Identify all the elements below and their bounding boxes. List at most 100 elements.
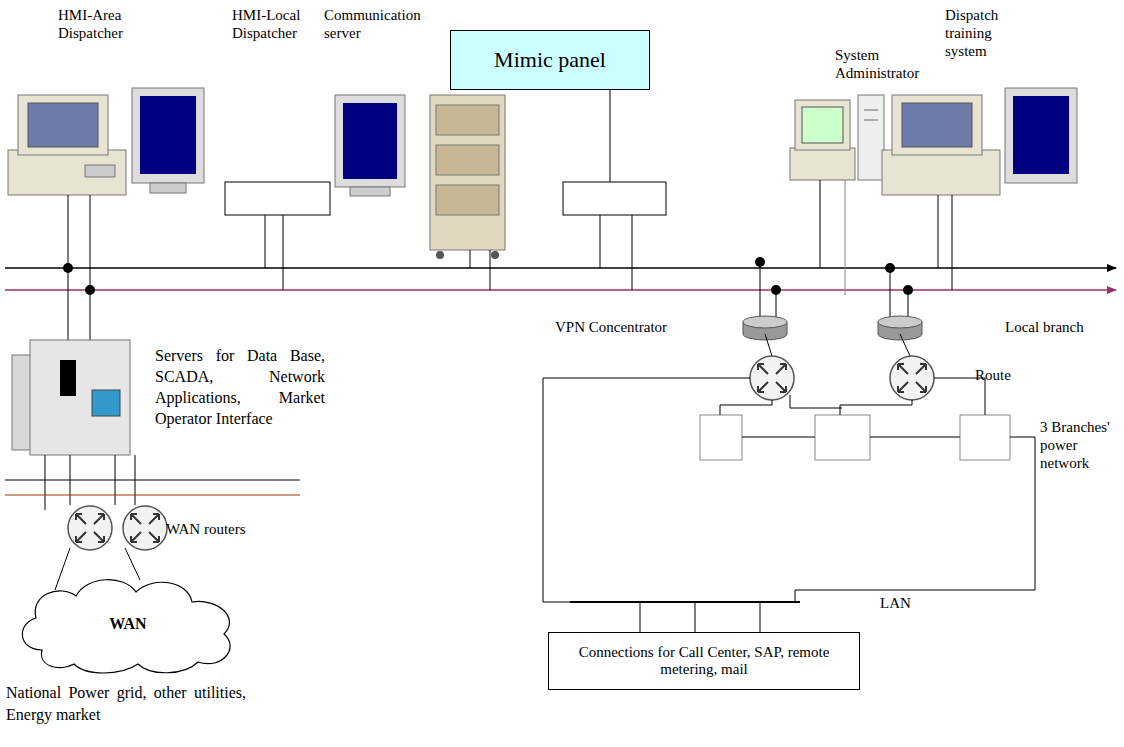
drawing-use <box>750 356 794 400</box>
drawing-use <box>743 316 787 340</box>
drawing-use <box>890 356 934 400</box>
node-text: WAN <box>109 615 146 633</box>
drawing-polyline <box>720 400 772 415</box>
drawing-line <box>5 267 1116 269</box>
drawing-rect <box>902 103 972 147</box>
drawing-rect <box>436 185 499 215</box>
drawing-polyline <box>790 395 842 408</box>
mimic-driver-box <box>563 90 666 290</box>
drawing-rect <box>1013 96 1069 174</box>
local-dispatcher-pc <box>225 95 405 290</box>
device-label: Route <box>975 366 1035 384</box>
drawing-line <box>938 195 939 268</box>
drawing-rect <box>30 340 130 455</box>
drawing-circle <box>885 263 895 273</box>
drawing-circle <box>755 257 765 267</box>
wan-cloud: WAN <box>12 572 244 676</box>
server-label: Servers for Data Base, SCADA, Network Ap… <box>155 345 325 429</box>
drawing-rect <box>12 355 32 450</box>
drawing-line <box>283 215 284 290</box>
drawing-rect <box>60 360 76 396</box>
drawing-rect <box>790 148 855 180</box>
drawing-line <box>632 215 633 290</box>
drawing-circle <box>491 251 499 259</box>
drawing-line <box>5 289 1116 291</box>
device-label: HMI-Area Dispatcher <box>58 6 148 42</box>
drawing-rect <box>960 415 1010 460</box>
drawing-rect <box>815 415 870 460</box>
drawing-polyline <box>795 437 1035 602</box>
node-text: Connections for Call Center, SAP, remote… <box>563 644 845 678</box>
drawing-rect <box>436 105 499 135</box>
drawing-line <box>490 250 491 290</box>
communication-server <box>430 95 505 290</box>
drawing-line <box>640 602 641 632</box>
cloud-shape <box>22 580 230 673</box>
drawing-circle <box>63 263 73 273</box>
device-label: Dispatch training system <box>945 6 1025 60</box>
drawing-use <box>878 316 922 340</box>
drawing-rect <box>700 415 742 460</box>
drawing-line <box>845 180 846 295</box>
drawing-rect <box>92 390 120 416</box>
drawing-line <box>765 334 772 356</box>
branch-network <box>543 378 1035 632</box>
drawing-rect <box>350 187 390 196</box>
drawing-rect <box>225 182 330 215</box>
area-dispatcher-pc <box>8 88 204 340</box>
bus-lines <box>5 268 1116 290</box>
drawing-rect <box>802 107 843 143</box>
drawing-rect <box>150 183 186 193</box>
drawing-rect <box>132 88 204 183</box>
drawing-line <box>870 437 960 438</box>
drawing-rect <box>430 95 505 250</box>
drawing-line <box>5 495 300 496</box>
drawing-rect <box>8 150 126 195</box>
drawing-line <box>952 195 953 290</box>
drawing-line <box>695 602 696 632</box>
wan-destinations-label: National Power grid, other utilities, En… <box>6 682 246 726</box>
drawing-line <box>864 120 878 121</box>
device-label: VPN Concentrator <box>555 318 695 336</box>
drawing-rect <box>85 165 115 177</box>
drawing-rect <box>858 95 884 180</box>
drawing-circle <box>85 285 95 295</box>
drawing-polyline <box>543 378 750 602</box>
drawing-line <box>570 601 800 603</box>
network-label: LAN <box>880 594 940 612</box>
drawing-rect <box>28 103 98 147</box>
drawing-rect <box>892 95 982 155</box>
drawing-rect <box>436 145 499 175</box>
drawing-use <box>123 506 167 550</box>
drawing-line <box>90 195 91 340</box>
drawing-line <box>864 110 878 111</box>
device-label: System Administrator <box>835 46 925 82</box>
drawing-line <box>600 215 601 268</box>
drawing-line <box>125 548 140 580</box>
drawing-rect <box>343 103 397 179</box>
drawing-line <box>900 334 910 356</box>
drawing-circle <box>903 285 913 295</box>
device-label: HMI-Local Dispatcher <box>232 6 322 42</box>
drawing-rect <box>1005 88 1077 183</box>
device-label: WAN routers <box>166 520 286 538</box>
vpn-links <box>743 257 934 400</box>
mimic-panel-box: Mimic panel <box>450 30 650 90</box>
drawing-line <box>55 548 70 590</box>
drawing-line <box>742 437 815 438</box>
drawing-line <box>820 180 821 268</box>
drawing-line <box>610 90 611 182</box>
drawing-rect <box>795 100 850 150</box>
lan-connections-box: Connections for Call Center, SAP, remote… <box>548 632 860 690</box>
network-label: 3 Branches' power network <box>1040 418 1120 472</box>
drawing-line <box>265 215 266 268</box>
drawing-polyline <box>934 378 985 415</box>
training-pc <box>882 88 1077 290</box>
device-label: Communication server <box>324 6 424 42</box>
system-administrator-pc <box>790 95 884 295</box>
node-text: Mimic panel <box>494 47 606 73</box>
wan-routers <box>55 506 167 590</box>
drawing-rect <box>882 150 1000 195</box>
drawing-line <box>760 602 761 632</box>
